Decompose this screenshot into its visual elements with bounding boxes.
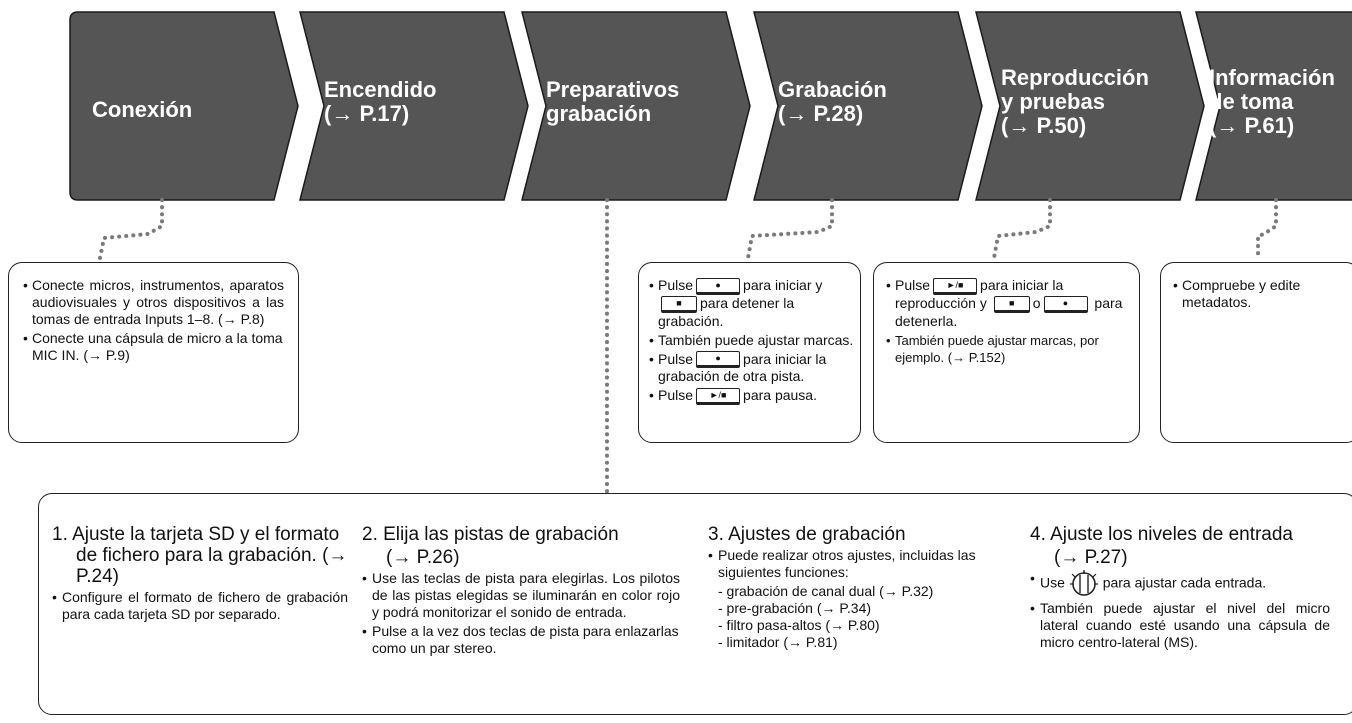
text: Use	[1040, 574, 1065, 591]
play-pause-key-icon: ►/■	[933, 277, 978, 295]
step-label-encendido: Encendido (→ P.17)	[324, 77, 437, 126]
text: para iniciar y	[743, 277, 823, 293]
connector-grabacion	[746, 198, 834, 260]
text: para iniciar la grabación de otra pista.	[658, 350, 827, 385]
record-key-icon: ●	[696, 351, 741, 369]
prep-step-subtitle: (→ P.26)	[386, 547, 460, 568]
list-item: Use para ajustar cada entrada.	[1030, 570, 1330, 598]
text: Pulse	[658, 387, 694, 404]
stop-key-icon: ■	[661, 295, 697, 313]
list-item: - grabación de canal dual (→ P.32)	[718, 583, 934, 599]
list-item: Pulse●para iniciar y ■para detener la gr…	[649, 277, 854, 330]
prep-step-title: 2. Elija las pistas de grabación	[362, 524, 619, 545]
list-item: Pulse●para iniciar la grabación de otra …	[649, 351, 854, 386]
prep-step-4: 4. Ajuste los niveles de entrada (→ P.27…	[1030, 524, 1330, 653]
step-label-reproduccion: Reproducción y pruebas (→ P.50)	[1001, 65, 1149, 138]
list-item: Puede realizar otros ajustes, incluidas …	[708, 547, 1018, 581]
text: Pulse	[658, 350, 694, 367]
play-pause-key-icon: ►/■	[696, 388, 741, 406]
prep-step-1: 1. Ajuste la tarjeta SD y el formato de …	[52, 524, 348, 625]
prep-step-2: 2. Elija las pistas de grabación (→ P.26…	[362, 524, 680, 659]
list-item: También puede ajustar marcas.	[649, 332, 854, 349]
record-key-icon: ●	[696, 277, 741, 295]
list-item: Pulse a la vez dos teclas de pista para …	[362, 623, 680, 657]
text: para detener la grabación.	[658, 294, 795, 329]
prep-step-title: 4. Ajuste los niveles de entrada	[1030, 524, 1294, 545]
list-item: Pulse►/■para pausa.	[649, 387, 854, 406]
list-item: Conecte micros, instrumentos, aparatos a…	[23, 277, 284, 328]
list-item: Use las teclas de pista para elegirlas. …	[362, 570, 680, 621]
list-item: También puede ajustar marcas, por ejempl…	[886, 332, 1129, 366]
preparativos-details-box	[38, 493, 1352, 715]
connector-conexion	[98, 198, 164, 260]
text: o	[1032, 294, 1041, 311]
text: para detenerla.	[895, 294, 1123, 329]
list-item: Conecte una cápsula de micro a la toma M…	[23, 330, 284, 364]
connector-reproduccion	[992, 198, 1052, 260]
text: para ajustar cada entrada.	[1102, 574, 1267, 591]
prep-step-subtitle: (→ P.27)	[1054, 547, 1128, 568]
list-item: - limitador (→ P.81)	[718, 634, 838, 650]
step-label-preparativos: Preparativos grabación	[546, 77, 680, 126]
prep-step-title: 1. Ajuste la tarjeta SD y el formato de …	[52, 524, 348, 587]
step-label-informacion: Información de toma (→ P.61)	[1209, 65, 1335, 138]
text: Pulse	[658, 277, 694, 293]
conexion-info-box: Conecte micros, instrumentos, aparatos a…	[8, 262, 299, 443]
grabacion-info-box: Pulse●para iniciar y ■para detener la gr…	[638, 262, 861, 443]
prep-step-3: 3. Ajustes de grabación Puede realizar o…	[708, 524, 1018, 651]
connector-informacion	[1256, 198, 1278, 260]
step-arrow-reproduccion	[975, 11, 1205, 201]
list-item: Pulse►/■para iniciar la reproducción y ■…	[886, 277, 1129, 330]
step-arrow-preparativos	[521, 11, 751, 201]
reproduccion-info-box: Pulse►/■para iniciar la reproducción y ■…	[873, 262, 1140, 443]
list-item: - pre-grabación (→ P.34)	[718, 600, 872, 616]
list-item: Compruebe y edite metadatos.	[1173, 277, 1349, 311]
stop-key-icon: ■	[993, 295, 1030, 313]
text: para iniciar la reproducción y	[895, 277, 1064, 311]
text: Pulse	[895, 277, 931, 293]
step-arrow-conexion	[69, 11, 299, 201]
input-knob-icon	[1069, 570, 1098, 596]
record-key-icon: ●	[1043, 295, 1088, 313]
step-label-conexion: Conexión	[92, 97, 193, 122]
list-item: - filtro pasa-altos (→ P.80)	[718, 617, 880, 633]
prep-step-title: 3. Ajustes de grabación	[708, 524, 906, 545]
step-arrow-grabacion	[753, 11, 983, 201]
text: para pausa.	[743, 387, 817, 404]
informacion-info-box: Compruebe y edite metadatos.	[1160, 262, 1352, 443]
step-arrow-encendido	[299, 11, 529, 201]
step-label-grabacion: Grabación (→ P.28)	[778, 77, 887, 126]
list-item: Configure el formato de fichero de graba…	[52, 589, 348, 623]
list-item: También puede ajustar el nivel del micro…	[1030, 600, 1330, 651]
